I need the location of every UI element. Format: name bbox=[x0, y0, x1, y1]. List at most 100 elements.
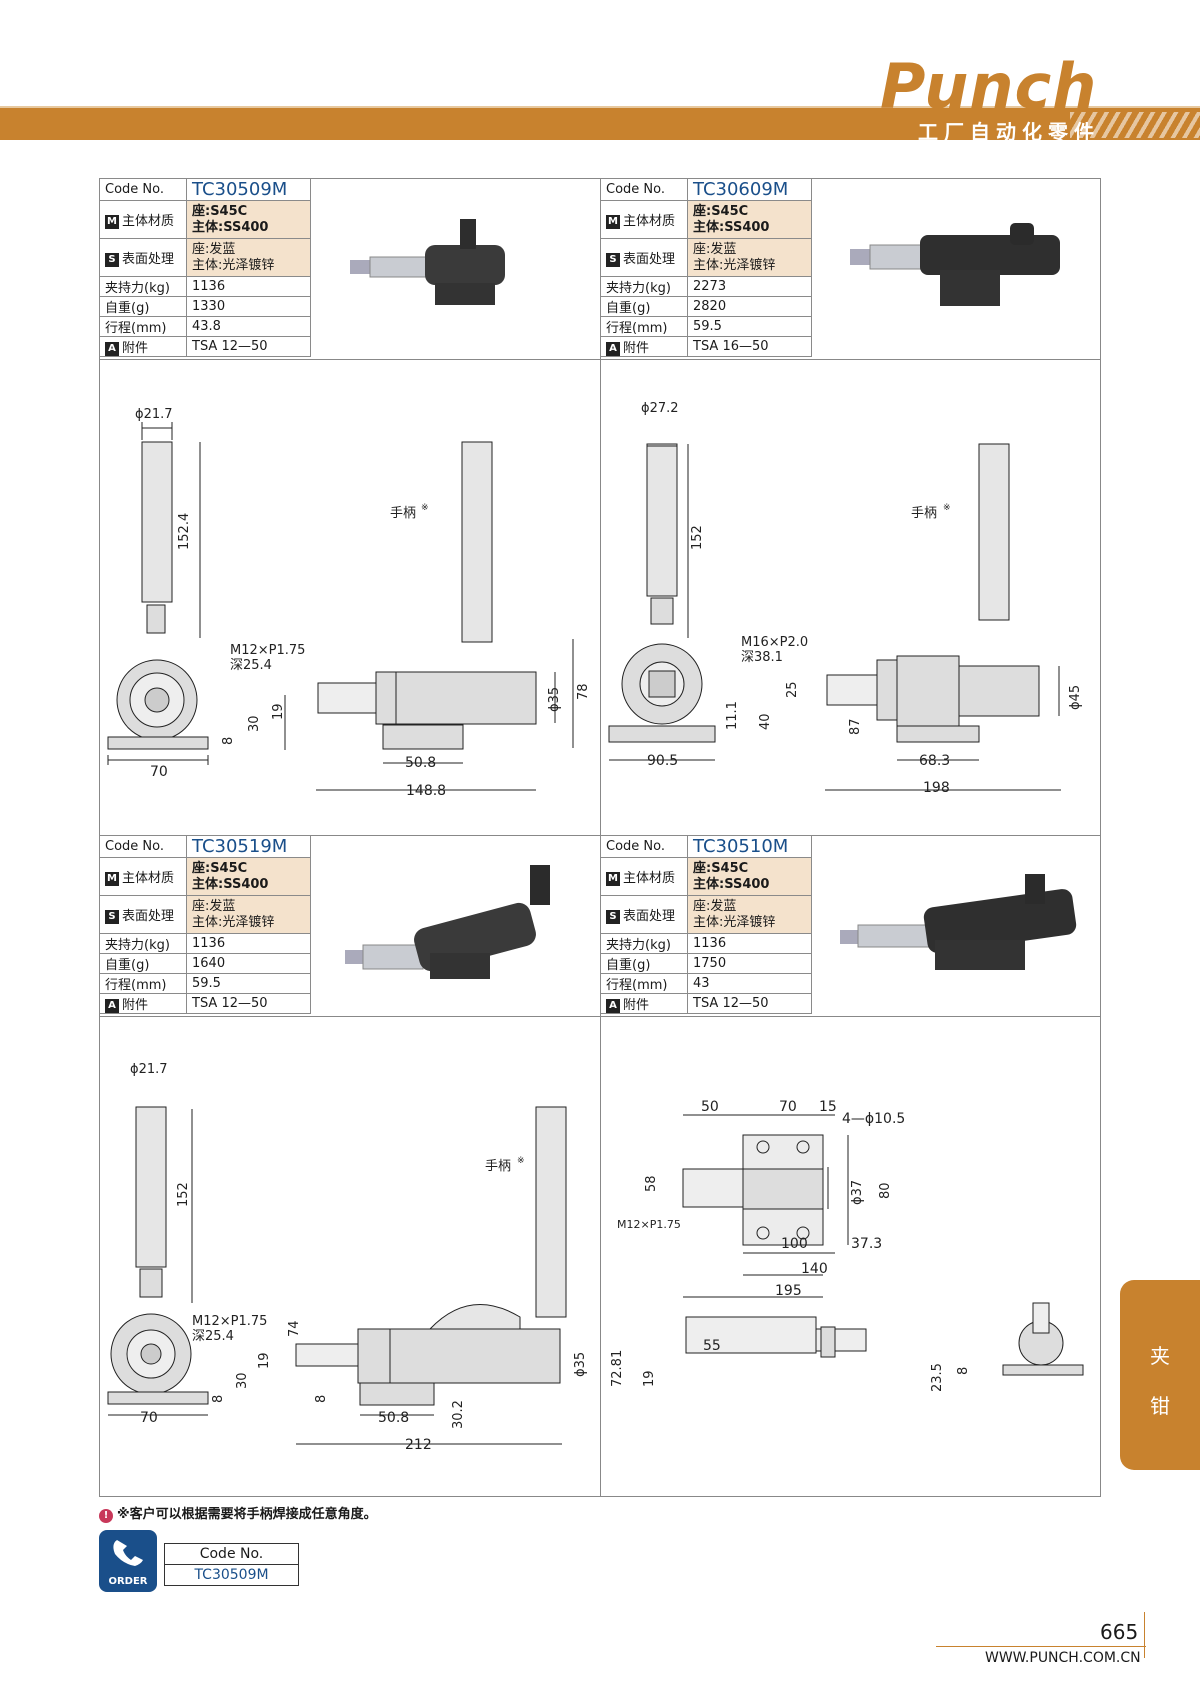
code-label: Code No. bbox=[600, 835, 688, 858]
holding-force-value: 2273 bbox=[687, 276, 812, 297]
dim-19: 19 bbox=[271, 703, 286, 720]
dim-198: 198 bbox=[923, 780, 950, 796]
weight-label: 自重(g) bbox=[600, 953, 688, 974]
holding-force-label: 夹持力(kg) bbox=[600, 276, 688, 297]
category-side-tab[interactable]: 夹 钳 bbox=[1120, 1280, 1200, 1470]
material-value-1: 座:S45C bbox=[693, 204, 749, 219]
dim-19: 19 bbox=[257, 1352, 272, 1369]
weight-label: 自重(g) bbox=[99, 953, 187, 974]
side-tab-line-2: 钳 bbox=[1150, 1394, 1170, 1418]
dim-212: 212 bbox=[405, 1437, 432, 1453]
code-label: Code No. bbox=[600, 178, 688, 201]
product-photo-3 bbox=[345, 865, 550, 979]
handle-label: 手柄 bbox=[911, 506, 937, 521]
order-code-header: Code No. bbox=[164, 1543, 299, 1565]
dim-holes: 4—ϕ10.5 bbox=[842, 1111, 905, 1127]
side-tab-line-1: 夹 bbox=[1150, 1344, 1170, 1368]
surface-value-1: 座:发蓝 bbox=[192, 899, 236, 914]
handle-mark: ※ bbox=[517, 1156, 525, 1166]
accessory-label: 附件 bbox=[623, 341, 650, 356]
drawing-tc30509m: ϕ21.7 152.4 M12×P1.75 深25.4 手柄 ※ 19 30 8… bbox=[107, 407, 591, 799]
dim-55: 55 bbox=[703, 1338, 721, 1354]
dim-37-3: 37.3 bbox=[851, 1236, 882, 1252]
dim-depth: 深38.1 bbox=[741, 650, 783, 665]
brand-logo: Punch bbox=[880, 50, 1098, 123]
material-value-1: 座:S45C bbox=[693, 861, 749, 876]
drawing-tc30519m: ϕ21.7 152 手柄 ※ M12×P1.75 深25.4 74 19 30 … bbox=[107, 1062, 588, 1453]
handle-mark: ※ bbox=[421, 503, 429, 513]
accessory-label: 附件 bbox=[122, 998, 149, 1013]
dim-72-81: 72.81 bbox=[610, 1350, 625, 1387]
accessory-value: TSA 12—50 bbox=[186, 993, 311, 1014]
material-value-2: 主体:SS400 bbox=[693, 877, 770, 892]
product-photo-2 bbox=[850, 223, 1060, 306]
material-label: 主体材质 bbox=[122, 214, 175, 229]
dim-phi-45: ϕ45 bbox=[1068, 685, 1083, 710]
material-value-1: 座:S45C bbox=[192, 861, 248, 876]
weight-value: 1330 bbox=[186, 296, 311, 317]
holding-force-value: 1136 bbox=[687, 933, 812, 954]
weight-label: 自重(g) bbox=[99, 296, 187, 317]
material-label: 主体材质 bbox=[122, 871, 175, 886]
dim-30: 30 bbox=[235, 1372, 250, 1389]
stroke-label: 行程(mm) bbox=[99, 316, 187, 337]
material-value-2: 主体:SS400 bbox=[192, 220, 269, 235]
surface-badge-icon: S bbox=[606, 252, 620, 267]
frame-divider-1 bbox=[99, 359, 1101, 360]
product-photo-4 bbox=[840, 874, 1077, 970]
surface-badge-icon: S bbox=[105, 252, 119, 267]
surface-value-1: 座:发蓝 bbox=[693, 242, 737, 257]
dim-50-8: 50.8 bbox=[405, 755, 436, 771]
dim-19: 19 bbox=[642, 1370, 657, 1387]
dim-152-4: 152.4 bbox=[177, 513, 192, 550]
drawing-tc30510m: 50 70 15 4—ϕ10.5 58 M12×P1.75 ϕ37 80 100… bbox=[610, 1099, 1084, 1392]
dim-100: 100 bbox=[781, 1236, 808, 1252]
frame-divider-3 bbox=[99, 1016, 1101, 1017]
accessory-label: 附件 bbox=[122, 341, 149, 356]
weight-value: 1750 bbox=[687, 953, 812, 974]
dim-8-right: 8 bbox=[314, 1395, 329, 1403]
dim-25: 25 bbox=[785, 681, 800, 698]
stroke-label: 行程(mm) bbox=[600, 316, 688, 337]
surface-label: 表面处理 bbox=[122, 909, 175, 924]
surface-value-1: 座:发蓝 bbox=[192, 242, 236, 257]
dim-phi-35: ϕ35 bbox=[573, 1352, 588, 1377]
dim-68-3: 68.3 bbox=[919, 753, 950, 769]
dim-8-left: 8 bbox=[211, 1395, 226, 1403]
surface-value-2: 主体:光泽镀锌 bbox=[693, 258, 776, 273]
material-badge-icon: M bbox=[105, 871, 119, 886]
dim-thread: M12×P1.75 bbox=[230, 643, 305, 658]
order-code-value: TC30509M bbox=[164, 1564, 299, 1586]
brand-subtitle: 工厂自动化零件 bbox=[918, 120, 1100, 144]
surface-value-2: 主体:光泽镀锌 bbox=[192, 258, 275, 273]
header-band bbox=[0, 108, 1200, 140]
material-label: 主体材质 bbox=[623, 214, 676, 229]
surface-label: 表面处理 bbox=[623, 252, 676, 267]
stroke-value: 43 bbox=[687, 973, 812, 994]
dim-50-8: 50.8 bbox=[378, 1410, 409, 1426]
dim-152: 152 bbox=[690, 525, 705, 550]
dim-80: 80 bbox=[878, 1182, 893, 1199]
surface-label: 表面处理 bbox=[122, 252, 175, 267]
weight-label: 自重(g) bbox=[600, 296, 688, 317]
code-value: TC30609M bbox=[687, 178, 812, 201]
page-number: 665 bbox=[1100, 1620, 1139, 1644]
material-badge-icon: M bbox=[105, 214, 119, 229]
dim-depth: 深25.4 bbox=[192, 1329, 234, 1344]
handle-label: 手柄 bbox=[390, 506, 416, 521]
dim-8: 8 bbox=[956, 1367, 971, 1375]
accessory-label: 附件 bbox=[623, 998, 650, 1013]
footnote: !※客户可以根据需要将手柄焊接成任意角度。 bbox=[99, 1503, 377, 1523]
website-link[interactable]: WWW.PUNCH.COM.CN bbox=[985, 1650, 1141, 1666]
footnote-text: ※客户可以根据需要将手柄焊接成任意角度。 bbox=[117, 1507, 377, 1522]
dim-74: 74 bbox=[287, 1320, 302, 1337]
dim-78: 78 bbox=[576, 683, 591, 700]
handle-mark: ※ bbox=[943, 503, 951, 513]
dim-50: 50 bbox=[701, 1099, 719, 1115]
dim-58: 58 bbox=[644, 1175, 659, 1192]
dim-195: 195 bbox=[775, 1283, 802, 1299]
dim-87: 87 bbox=[848, 718, 863, 735]
dim-40: 40 bbox=[758, 713, 773, 730]
